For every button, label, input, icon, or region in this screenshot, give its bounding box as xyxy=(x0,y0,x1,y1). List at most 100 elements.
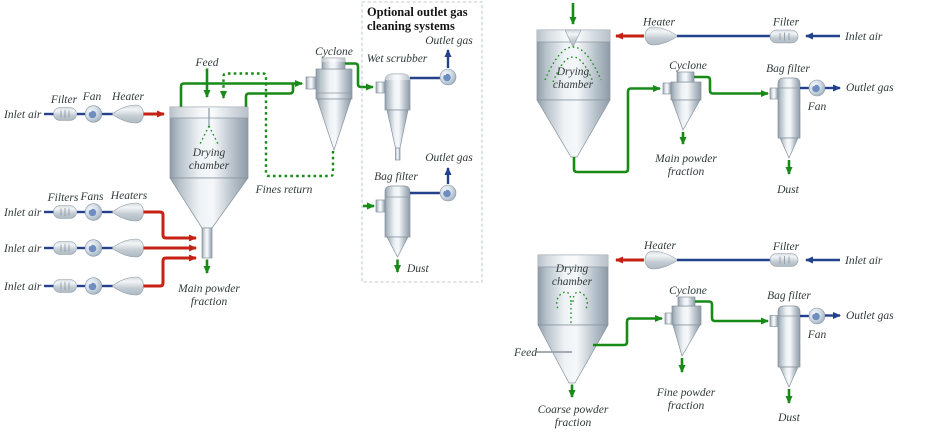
exhaust-duct-line xyxy=(179,80,303,107)
label-drying-chamber-line2: chamber xyxy=(552,276,593,288)
label-inlet-air: Inlet air xyxy=(844,255,883,267)
label-filter: Filter xyxy=(772,241,800,253)
exhaust-fan-icon xyxy=(439,184,457,202)
label-heater: Heater xyxy=(642,17,675,29)
label-fans: Fans xyxy=(80,191,105,203)
exhaust-fan-icon xyxy=(808,307,826,325)
spray-dome-icon xyxy=(552,56,594,83)
label-cyclone: Cyclone xyxy=(669,285,707,297)
label-dust: Dust xyxy=(776,184,800,196)
exhaust-duct-line xyxy=(244,84,295,107)
fines-return-line xyxy=(220,72,335,178)
label-inlet-air: Inlet air xyxy=(844,31,883,43)
hot-air-line xyxy=(143,210,197,242)
exhaust-duct-line xyxy=(695,300,769,325)
label-outlet-gas: Outlet gas xyxy=(425,152,473,164)
spray-dome-icon xyxy=(544,46,602,81)
bag-filter-vessel: Bag filter xyxy=(766,63,810,159)
air-supply-train-2: Inlet air Filters Fans Heaters xyxy=(3,190,197,242)
exhaust-fan-icon xyxy=(808,79,826,97)
label-bag-filter: Bag filter xyxy=(767,290,811,302)
label-heater: Heater xyxy=(111,91,144,103)
label-fine-powder-line2: fraction xyxy=(668,400,705,412)
filter-icon xyxy=(769,29,799,44)
label-fan: Fan xyxy=(807,101,827,113)
diagram-left-multi-inlet-dryer: Inlet air Filter Fan Heater Inlet air xyxy=(3,1,483,308)
filter-icon xyxy=(53,205,77,219)
air-supply-train-4: Inlet air xyxy=(3,254,197,296)
filter-icon xyxy=(53,107,77,121)
label-inlet-air: Inlet air xyxy=(3,207,42,219)
label-coarse-powder-line1: Coarse powder xyxy=(538,404,609,416)
label-feed: Feed xyxy=(195,57,219,69)
heater-icon xyxy=(644,26,679,46)
label-main-powder-line2: fraction xyxy=(668,166,705,178)
hot-air-line xyxy=(143,254,197,288)
cleaning-box-title-line2: cleaning systems xyxy=(367,19,455,33)
product-duct-line xyxy=(593,315,663,347)
label-cyclone: Cyclone xyxy=(315,46,353,58)
exhaust-fan-icon xyxy=(439,68,457,86)
filter-icon xyxy=(53,279,77,293)
spray-cone-icon xyxy=(198,125,210,147)
label-main-powder-line2: fraction xyxy=(191,296,228,308)
label-heaters: Heaters xyxy=(110,190,148,202)
label-outlet-gas: Outlet gas xyxy=(846,310,894,322)
label-wet-scrubber: Wet scrubber xyxy=(367,53,428,65)
exhaust-duct-line xyxy=(345,62,374,91)
label-inlet-air: Inlet air xyxy=(3,281,42,293)
label-heater: Heater xyxy=(643,240,676,252)
label-feed: Feed xyxy=(513,347,537,359)
label-dust: Dust xyxy=(406,263,430,275)
label-drying-chamber-line1: Drying xyxy=(556,66,590,78)
spray-cone-icon xyxy=(208,125,220,147)
cyclone-vessel: Cyclone xyxy=(662,60,707,131)
heater-icon xyxy=(111,104,144,124)
fan-icon xyxy=(84,239,103,257)
heater-icon xyxy=(111,238,144,258)
diagram-top-right-fountain-dryer: Drying chamber Heater Filter Inlet air C… xyxy=(536,3,894,196)
label-drying-chamber-line2: chamber xyxy=(189,160,230,172)
exhaust-duct-line xyxy=(694,75,769,97)
diagram-bottom-right-fountain-dryer: Drying chamber Feed Heater Filter Inlet … xyxy=(513,240,894,429)
label-fan: Fan xyxy=(82,91,102,103)
label-drying-chamber-line1: Drying xyxy=(192,147,226,159)
label-filter: Filter xyxy=(50,94,78,106)
cyclone-vessel: Cyclone xyxy=(305,46,353,152)
label-inlet-air: Inlet air xyxy=(3,109,42,121)
heater-icon xyxy=(111,202,144,222)
heater-icon xyxy=(111,276,144,296)
fan-icon xyxy=(84,105,103,123)
label-cyclone: Cyclone xyxy=(669,60,707,72)
discharge-tube xyxy=(201,227,213,259)
filter-icon xyxy=(53,241,77,255)
label-fines-return: Fines return xyxy=(255,184,313,196)
product-duct-line xyxy=(572,85,661,174)
label-dust: Dust xyxy=(777,412,801,424)
fan-icon xyxy=(84,203,103,221)
wet-scrubber-vessel: Wet scrubber xyxy=(367,53,428,161)
bag-filter-vessel: Bag filter xyxy=(374,171,418,258)
chamber-nozzle-icon xyxy=(564,29,582,48)
label-fine-powder-line1: Fine powder xyxy=(656,387,716,399)
label-bag-filter: Bag filter xyxy=(374,171,418,183)
label-main-powder-line1: Main powder xyxy=(177,283,240,295)
label-bag-filter: Bag filter xyxy=(766,63,810,75)
air-supply-train-3: Inlet air xyxy=(3,238,197,258)
filter-icon xyxy=(769,253,799,267)
bag-filter-vessel: Bag filter xyxy=(767,290,811,388)
optional-cleaning-box xyxy=(361,1,483,283)
fan-icon xyxy=(84,277,103,295)
label-drying-chamber-line2: chamber xyxy=(553,79,594,91)
cyclone-vessel: Cyclone xyxy=(664,285,707,357)
label-fan: Fan xyxy=(807,329,827,341)
cleaning-box-title-line1: Optional outlet gas xyxy=(367,5,468,19)
label-filters: Filters xyxy=(47,192,79,204)
label-outlet-gas: Outlet gas xyxy=(425,35,473,47)
drying-chamber-vessel: Drying chamber xyxy=(537,254,609,384)
air-supply-train-1: Inlet air Filter Fan Heater xyxy=(3,91,165,124)
drying-chamber-vessel: Drying chamber xyxy=(536,29,611,158)
heater-icon xyxy=(644,250,679,270)
label-coarse-powder-line2: fraction xyxy=(555,417,592,429)
